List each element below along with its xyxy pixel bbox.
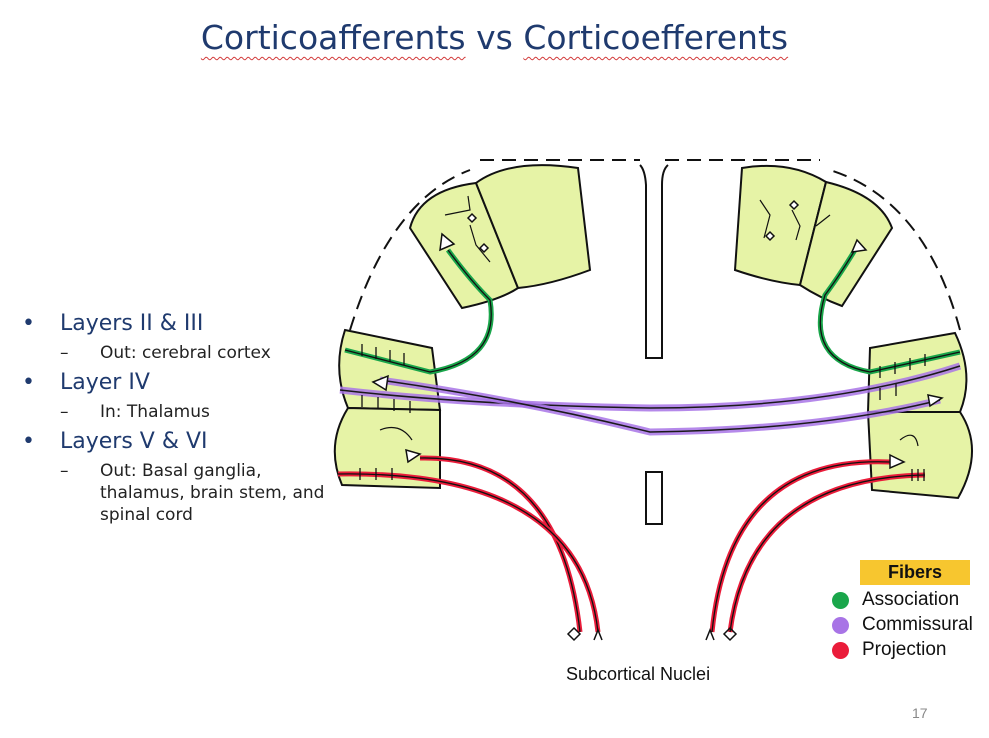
stellate-neuron — [764, 230, 776, 242]
cortex-outline — [829, 169, 961, 331]
commissural-fibers — [339, 362, 962, 436]
title-word-vs: vs — [476, 18, 513, 57]
slide-title: Corticoafferents vs Corticoefferents — [0, 18, 989, 57]
sub-bullet-text: In: Thalamus — [100, 402, 210, 422]
dendrites — [379, 195, 919, 447]
bullet-label: Layer IV — [60, 370, 150, 395]
bullet-label: Layers V & VI — [60, 429, 208, 454]
sub-bullet-dash: – — [60, 343, 69, 363]
pyramidal-neuron — [371, 374, 389, 392]
sub-bullet-item: – Out: Basal ganglia, thalamus, brain st… — [60, 460, 342, 526]
legend-label: Commissural — [862, 614, 973, 635]
stellate-neuron — [478, 242, 490, 254]
fiber-endings — [566, 626, 738, 642]
sub-bullet-text: Out: cerebral cortex — [100, 343, 271, 363]
legend-item-commissural: Commissural — [832, 614, 973, 636]
page-number: 17 — [912, 705, 928, 721]
pyramidal-neuron — [405, 448, 422, 464]
cortex-block — [866, 411, 973, 500]
legend-label: Projection — [862, 639, 947, 660]
legend-item-association: Association — [832, 589, 959, 611]
cortex-block — [866, 331, 968, 413]
bullet-item: • Layer IV — [22, 370, 342, 395]
cortex-block — [798, 180, 894, 308]
sub-bullet-item: – Out: cerebral cortex — [60, 342, 342, 364]
bullet-item: • Layers II & III — [22, 311, 342, 336]
fiber-ticks — [359, 344, 926, 481]
cortex-block — [474, 164, 592, 290]
cortex-blocks-left — [333, 164, 592, 490]
midline-slit — [645, 471, 663, 525]
projection-fibers — [337, 455, 926, 633]
bullet-list: • Layers II & III – Out: cerebral cortex… — [22, 305, 342, 532]
pyramidal-neuron — [889, 453, 906, 470]
cortex-outline — [349, 169, 471, 331]
pyramidal-neuron — [439, 232, 456, 252]
sub-bullet-dash: – — [60, 461, 69, 481]
bullet-dot: • — [22, 311, 35, 336]
cortex-diagram — [333, 159, 973, 642]
cortex-block — [333, 406, 441, 490]
association-fibers — [344, 243, 961, 375]
stellate-neuron — [788, 199, 800, 211]
title-word-afferents: Corticoafferents — [200, 18, 466, 57]
projection-dot-icon — [832, 641, 849, 659]
subcortical-nuclei-label: Subcortical Nuclei — [566, 664, 711, 684]
bullet-dot: • — [22, 429, 35, 454]
legend-label: Association — [862, 589, 960, 610]
sub-bullet-text: Out: Basal ganglia, thalamus, brain stem… — [100, 461, 325, 525]
bullet-dot: • — [22, 370, 35, 395]
neurons — [371, 199, 944, 470]
sub-bullet-item: – In: Thalamus — [60, 401, 342, 423]
legend-item-projection: Projection — [832, 639, 947, 661]
association-dot-icon — [832, 591, 849, 609]
bullet-item: • Layers V & VI — [22, 429, 342, 454]
sub-bullet-dash: – — [60, 402, 69, 422]
title-word-efferents: Corticoefferents — [523, 18, 789, 57]
cortex-blocks-right — [733, 164, 973, 500]
bullet-label: Layers II & III — [60, 311, 204, 336]
legend-title: Fibers — [860, 560, 970, 585]
commissural-dot-icon — [832, 616, 849, 634]
stellate-neuron — [466, 212, 478, 224]
pyramidal-neuron — [850, 238, 868, 253]
pyramidal-neuron — [927, 394, 944, 408]
midline-slit — [639, 164, 669, 359]
